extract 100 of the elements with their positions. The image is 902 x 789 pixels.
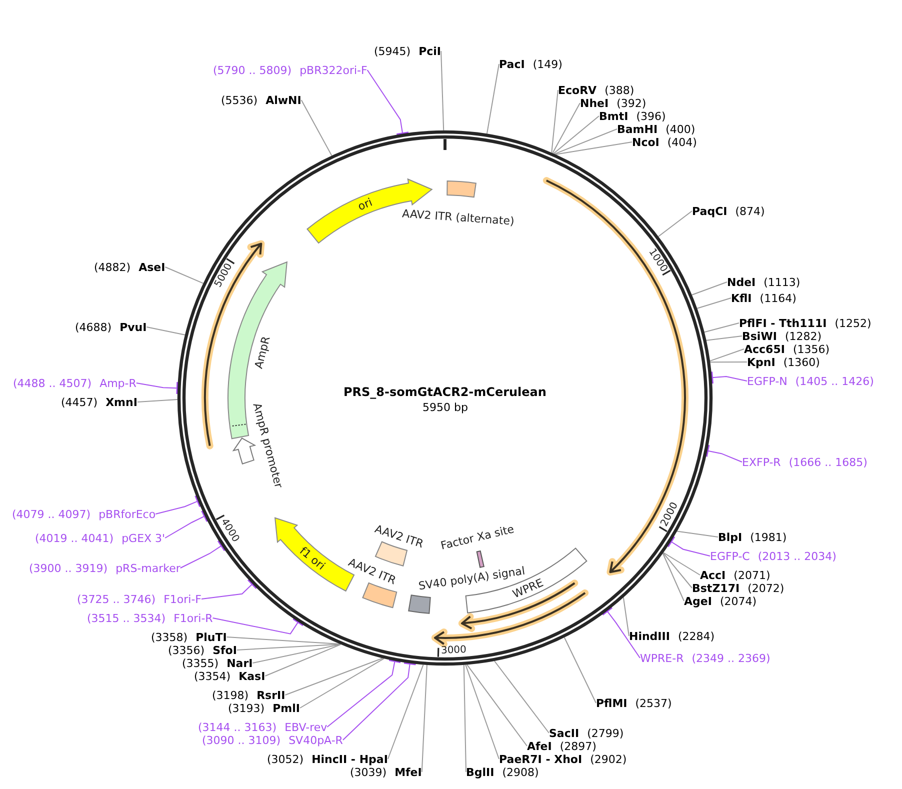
leader-line xyxy=(704,322,740,333)
site-position: (4882) xyxy=(94,260,131,274)
leader-line xyxy=(555,142,632,155)
enzyme-name: NcoI xyxy=(632,136,660,148)
site-position: (1113) xyxy=(764,276,800,288)
leader-line xyxy=(299,658,384,708)
site-position: (3354) xyxy=(194,670,231,682)
site-position: (1164) xyxy=(760,292,796,304)
primer-leader-line xyxy=(342,661,418,740)
site-position: (2284) xyxy=(678,630,715,642)
site-position: (3358) xyxy=(151,630,188,644)
enzyme-name: BsiWI xyxy=(742,330,777,342)
enzyme-name: PaeR7I - XhoI xyxy=(499,752,582,766)
site-position: (2537) xyxy=(635,696,672,710)
primer-range: (5790 .. 5809) xyxy=(213,64,292,76)
leader-line xyxy=(465,664,500,760)
site-position: (3198) xyxy=(212,688,249,702)
leader-line xyxy=(658,210,692,237)
site-position: (2074) xyxy=(720,594,757,608)
enzyme-name: HincII - HpaI xyxy=(312,752,388,766)
plasmid-name: PRS_8-somGtACR2-mCerulean xyxy=(344,384,546,400)
feature-label: f1 ori xyxy=(297,544,328,573)
enzyme-name: RsrII xyxy=(256,688,286,702)
primer-name: pRS-marker xyxy=(116,562,180,574)
feature-label: ori xyxy=(356,196,374,214)
primer-leader-line xyxy=(164,509,209,538)
leader-line xyxy=(662,552,692,588)
enzyme-name: KflI xyxy=(731,292,752,304)
enzyme-name: PluTI xyxy=(196,630,227,644)
site-position: (1252) xyxy=(834,316,872,330)
primer-name: WPRE-R xyxy=(640,652,684,664)
site-position: (396) xyxy=(636,110,666,122)
leader-line xyxy=(284,658,384,696)
feature-label: AmpR xyxy=(252,334,273,370)
feature-label: AAV2 ITR (alternate) xyxy=(401,207,514,228)
leader-line xyxy=(662,552,684,602)
leader-line xyxy=(421,664,428,772)
enzyme-name: AgeI xyxy=(684,594,712,608)
primer-leader-line xyxy=(704,444,742,462)
site-position: (3356) xyxy=(168,644,205,656)
leader-line xyxy=(552,102,580,154)
enzyme-name: PflMI xyxy=(596,696,628,710)
primer-name: pGEX 3' xyxy=(122,532,166,544)
leader-line xyxy=(466,664,528,746)
enzyme-name: AseI xyxy=(138,260,166,274)
site-position: (3052) xyxy=(267,752,304,766)
leader-line xyxy=(264,644,342,676)
leader-line xyxy=(662,552,700,576)
primer-name: Amp-R xyxy=(100,376,136,390)
site-position: (3193) xyxy=(228,702,265,714)
primer-leader-line xyxy=(201,578,258,600)
leader-line xyxy=(554,128,618,154)
feature-label: AAV2 ITR xyxy=(346,556,398,588)
leader-line xyxy=(676,530,718,538)
leader-line xyxy=(691,282,728,296)
primer-leader-line xyxy=(366,70,410,136)
primer-leader-line xyxy=(136,380,179,396)
site-position: (4457) xyxy=(61,396,98,408)
site-position: (2902) xyxy=(590,752,627,766)
leader-line xyxy=(236,644,341,650)
leader-line xyxy=(551,90,558,154)
enzyme-name: BstZ17I xyxy=(692,582,740,594)
primer-leader-line xyxy=(601,606,640,658)
site-position: (1282) xyxy=(784,330,822,342)
leader-line xyxy=(136,399,178,402)
plasmid-size: 5950 bp xyxy=(422,400,468,414)
primer-range: (2349 .. 2369) xyxy=(692,652,770,664)
site-position: (5945) xyxy=(374,44,411,58)
tick-label: 3000 xyxy=(441,644,467,657)
enzyme-name: AccI xyxy=(700,568,726,582)
leader-line xyxy=(164,266,204,284)
leader-line xyxy=(494,660,550,734)
primer-leader-line xyxy=(326,658,402,728)
leader-line xyxy=(710,362,748,363)
leader-line xyxy=(226,636,340,645)
leader-line xyxy=(486,64,500,134)
primer-leader-line xyxy=(666,535,710,556)
leader-line xyxy=(696,298,732,309)
primer-range: (1666 .. 1685) xyxy=(788,456,868,468)
primer-range: (1405 .. 1426) xyxy=(795,374,874,388)
site-position: (3039) xyxy=(350,766,387,778)
primer-range: (3515 .. 3534) xyxy=(87,612,166,624)
site-position: (2072) xyxy=(748,582,784,594)
primer-range: (3900 .. 3919) xyxy=(29,562,108,574)
enzyme-name: BmtI xyxy=(599,110,628,122)
site-position: (1981) xyxy=(750,530,787,544)
site-position: (388) xyxy=(604,84,634,96)
site-position: (2897) xyxy=(560,740,596,752)
leader-line xyxy=(706,336,742,341)
enzyme-name: NarI xyxy=(226,656,253,670)
tick-label: 2000 xyxy=(658,500,680,529)
enzyme-name: PaqCI xyxy=(692,204,728,218)
enzyme-name: KasI xyxy=(238,670,266,682)
primer-leader-line xyxy=(212,617,304,634)
primer-range: (3090 .. 3109) xyxy=(202,734,281,746)
primer-range: (2013 .. 2034) xyxy=(758,550,836,562)
leader-line xyxy=(300,100,332,156)
enzyme-name: HindIII xyxy=(629,630,670,642)
primer-leader-line xyxy=(710,370,748,385)
primer-name: SV40pA-R xyxy=(288,734,343,746)
